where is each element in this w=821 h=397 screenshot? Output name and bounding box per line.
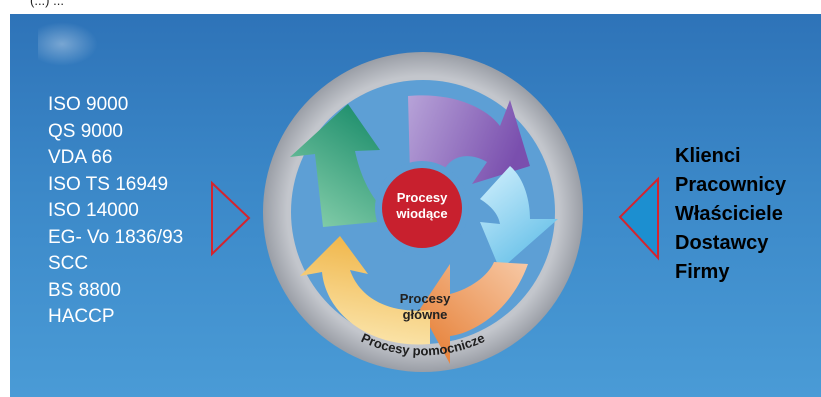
standard-item: ISO 9000 [48,94,129,115]
lightblue-arrow [480,166,558,270]
center-label-line2: wiodące [395,206,447,221]
yellow-arrow [300,236,430,345]
green-arrow [290,104,398,227]
standard-item: EG- Vo 1836/93 [48,226,184,248]
standard-item: VDA 66 [48,147,113,168]
center-disc [382,168,462,248]
stakeholders-list: Klienci Pracownicy Właściciele Dostawcy … [675,142,786,287]
glare-highlight [38,22,98,66]
standard-item: BS 8800 [48,279,121,301]
stakeholder-item: Pracownicy [675,174,787,196]
standard-item: SCC [48,253,89,274]
standard-item: ISO 14000 [48,200,139,221]
main-processes-line2: główne [403,307,448,322]
standards-list: ISO 9000 QS 9000 VDA 66 ISO TS 16949 ISO… [48,92,183,331]
purple-arrow [408,95,530,184]
left-triangle [211,180,251,257]
top-strip-text: (...) ... [30,0,64,8]
top-strip: (...) ... [0,0,821,14]
stakeholder-item: Firmy [675,261,730,283]
orange-arrow [420,262,528,364]
right-triangle [618,176,659,261]
stakeholder-item: Dostawcy [675,232,769,254]
stakeholder-item: Właściciele [675,203,783,225]
process-diagram: Procesy wiodące Procesy główne Procesy p… [211,52,659,372]
standard-item: QS 9000 [48,120,123,142]
diagram-panel: ISO 9000 QS 9000 VDA 66 ISO TS 16949 ISO… [10,14,821,397]
main-processes-line1: Procesy [400,291,451,306]
standard-item: HACCP [48,306,115,327]
standard-item: ISO TS 16949 [48,173,169,195]
stakeholder-item: Klienci [675,145,741,167]
center-label-line1: Procesy [397,190,448,205]
